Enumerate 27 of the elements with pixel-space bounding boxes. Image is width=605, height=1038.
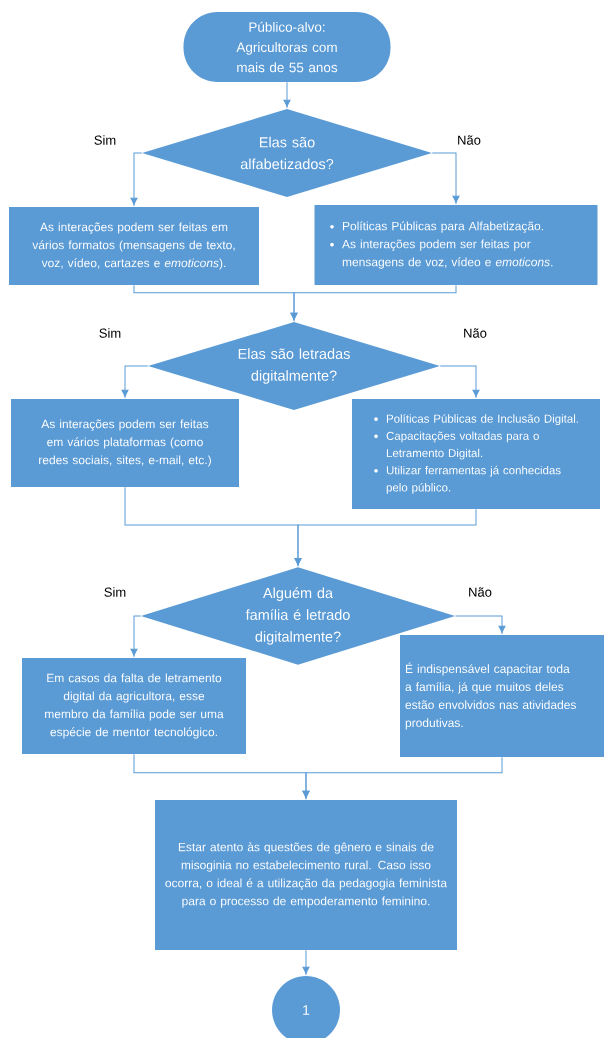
edge-label: Não: [456, 134, 482, 146]
process-box: Políticas Públicas para Alfabetização. As interações podem ser feitas por mensagens de voz, vídeo e emoticons.: [314, 205, 598, 285]
node-label: Elas são letradas digitalmente?: [238, 348, 350, 384]
process-box: Em casos da falta de letramento digital da agricultora, esse membro da família pode ser uma espécie de mentor tecnológico.: [22, 658, 246, 754]
arrow: [439, 365, 480, 398]
process-box: É indispensável capacitar toda a família, já que muitos deles estão envolvidos nas atividades produtivas.: [400, 635, 604, 757]
edge-label: Sim: [92, 134, 118, 146]
edge-label: Sim: [97, 327, 123, 339]
process-box: As interações podem ser feitas em vários plataformas (como redes sociais, sites, e-mail, etc.): [11, 399, 239, 487]
process-box: Estar atento às questões de gênero e sinais de misoginia no estabelecimento rural. Caso isso ocorra, o ideal é a utilização da pedagogia feminista para o processo de empoderamento feminino.: [155, 800, 457, 950]
arrow: [302, 756, 503, 799]
arrow: [454, 615, 506, 634]
edge-label: Não: [462, 327, 488, 339]
arrow: [294, 508, 477, 566]
arrow: [283, 81, 291, 108]
edge-label: Sim: [102, 586, 128, 598]
node-label: Alguém da família é letrado digitalmente?: [245, 587, 350, 645]
start-terminal: Público-alvo: Agricultoras com mais de 55 anos: [183, 12, 391, 82]
arrow: [302, 949, 310, 975]
edge-label: Não: [467, 586, 493, 598]
arrow: [130, 152, 143, 206]
process-box: As interações podem ser feitas em vários formatos (mensagens de texto, voz, vídeo, cartazes e emoticons).: [9, 207, 259, 285]
arrow: [290, 284, 457, 321]
process-box: Políticas Públicas de Inclusão Digital. Capacitações voltadas para o Letramento Digital. Utilizar ferramentas já conhecidas pelo público.: [352, 399, 600, 509]
arrow: [431, 152, 460, 204]
arrow: [121, 365, 149, 398]
arrow: [130, 615, 142, 657]
